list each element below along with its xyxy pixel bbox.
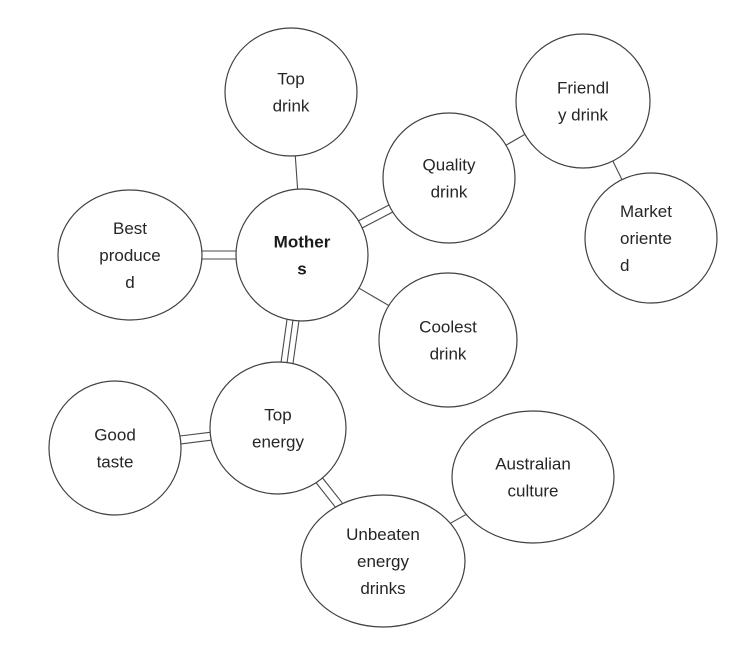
connector-mothers--coolest-drink <box>358 287 390 306</box>
connector-line <box>358 204 390 222</box>
connector-mothers--top-energy <box>280 319 300 364</box>
connector-line <box>280 319 288 362</box>
node-circle-quality-drink[interactable] <box>382 112 516 244</box>
node-unbeaten-energy-drinks[interactable]: Unbeaten energy drinks <box>300 494 466 628</box>
node-label-line: Top <box>264 406 291 425</box>
connector-quality-drink--friendly-drink <box>505 133 526 146</box>
node-label-mothers: Mother s <box>274 233 331 279</box>
node-label-top-energy: Top energy <box>252 406 304 452</box>
node-label-line: d <box>125 273 134 292</box>
node-label-australian-culture: Australian culture <box>495 455 571 501</box>
connector-line <box>362 211 393 229</box>
connector-best-produced--mothers <box>202 250 236 260</box>
connector-layer <box>179 133 623 524</box>
connector-line <box>358 287 390 306</box>
connector-good-taste--top-energy <box>179 431 212 445</box>
node-quality-drink[interactable]: Quality drink <box>382 112 516 244</box>
node-label-line: drinks <box>360 579 405 598</box>
node-coolest-drink[interactable]: Coolest drink <box>378 272 518 408</box>
node-friendly-drink[interactable]: Friendl y drink <box>515 33 651 169</box>
node-circle-mothers[interactable] <box>235 188 369 322</box>
node-label-line: s <box>297 260 306 279</box>
connector-line <box>180 439 212 445</box>
node-label-unbeaten-energy-drinks: Unbeaten energy drinks <box>346 525 420 598</box>
node-circle-australian-culture[interactable] <box>451 410 615 544</box>
node-label-top-drink: Top drink <box>273 70 310 116</box>
node-label-line: Top <box>277 70 304 89</box>
node-label-line: produce <box>99 246 160 265</box>
node-label-line: energy <box>252 433 304 452</box>
node-label-quality-drink: Quality drink <box>423 156 476 202</box>
node-label-line: taste <box>97 453 134 472</box>
node-label-line: Best <box>113 219 147 238</box>
node-label-best-produced: Best produce d <box>99 219 160 292</box>
connector-top-energy--unbeaten-energy-drinks <box>315 477 343 509</box>
connector-line <box>292 321 300 364</box>
node-circle-best-produced[interactable] <box>57 189 203 321</box>
node-label-line: Quality <box>423 156 476 175</box>
connector-line <box>505 133 526 146</box>
node-label-friendly-drink: Friendl y drink <box>557 79 609 125</box>
node-top-energy[interactable]: Top energy <box>209 361 347 495</box>
node-circle-unbeaten-energy-drinks[interactable] <box>300 494 466 628</box>
node-label-line: d <box>620 256 629 275</box>
node-label-line: energy <box>357 552 409 571</box>
node-good-taste[interactable]: Good taste <box>48 380 182 516</box>
connector-line <box>322 477 343 504</box>
node-circle-coolest-drink[interactable] <box>378 272 518 408</box>
node-circle-market-oriented[interactable] <box>584 172 718 304</box>
node-label-line: y drink <box>558 106 609 125</box>
node-label-line: Australian <box>495 455 571 474</box>
node-label-line: Market <box>620 202 672 221</box>
node-best-produced[interactable]: Best produce d <box>57 189 203 321</box>
node-market-oriented[interactable]: Market oriente d <box>584 172 718 304</box>
node-label-good-taste: Good taste <box>94 426 136 472</box>
connector-line <box>612 160 623 180</box>
connector-top-drink--mothers <box>294 155 299 190</box>
connector-line <box>315 482 337 509</box>
node-top-drink[interactable]: Top drink <box>224 27 358 157</box>
node-label-line: Mother <box>274 233 331 252</box>
node-label-line: culture <box>507 482 558 501</box>
node-circle-top-energy[interactable] <box>209 361 347 495</box>
connector-line <box>179 431 211 437</box>
node-label-line: drink <box>273 97 310 116</box>
node-label-line: Friendl <box>557 79 609 98</box>
node-label-coolest-drink: Coolest drink <box>419 318 477 364</box>
node-label-market-oriented: Market oriente d <box>620 202 672 275</box>
connector-friendly-drink--market-oriented <box>612 160 623 180</box>
connector-unbeaten-energy-drinks--australian-culture <box>450 513 467 524</box>
node-label-line: drink <box>430 345 467 364</box>
node-label-line: oriente <box>620 229 672 248</box>
node-label-line: Unbeaten <box>346 525 420 544</box>
connector-line <box>286 320 294 363</box>
node-circle-top-drink[interactable] <box>224 27 358 157</box>
node-mothers[interactable]: Mother s <box>235 188 369 322</box>
connector-line <box>294 155 299 190</box>
connector-line <box>450 513 467 524</box>
node-label-line: Good <box>94 426 136 445</box>
node-label-line: drink <box>431 183 468 202</box>
node-circle-friendly-drink[interactable] <box>515 33 651 169</box>
node-label-line: Coolest <box>419 318 477 337</box>
connector-mothers--quality-drink <box>358 204 393 229</box>
node-circle-good-taste[interactable] <box>48 380 182 516</box>
node-australian-culture[interactable]: Australian culture <box>451 410 615 544</box>
